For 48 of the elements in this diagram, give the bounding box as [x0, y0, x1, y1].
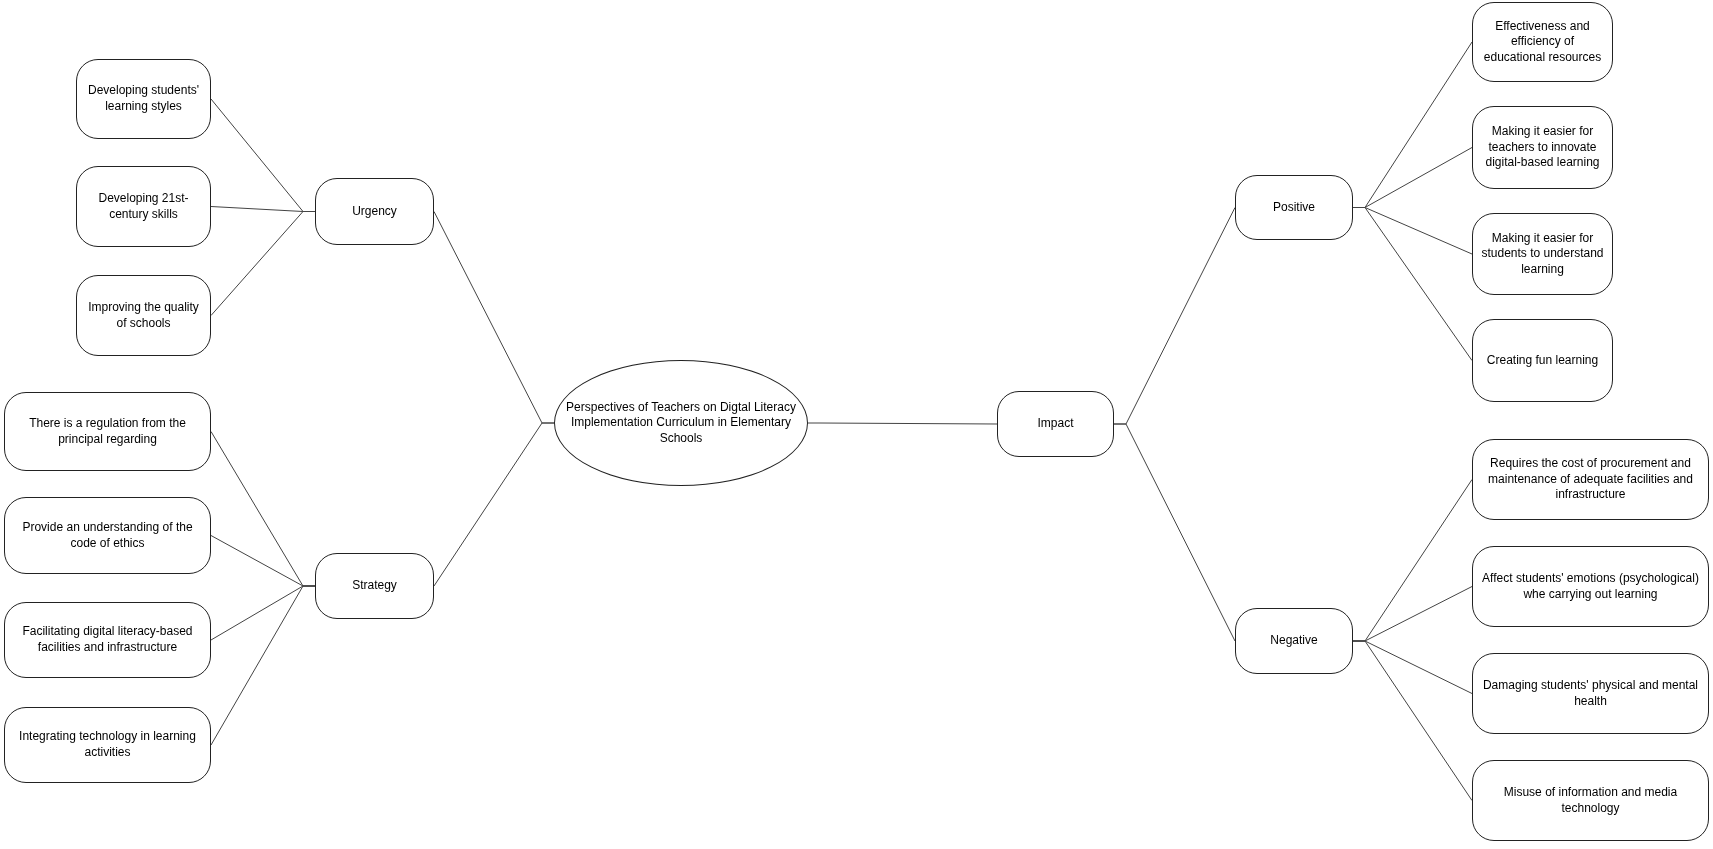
node-text: Strategy: [352, 578, 397, 594]
node-text: Developing students' learning styles: [87, 83, 200, 115]
topic-box: [4, 707, 211, 783]
connector-line: [1113, 423, 1236, 642]
node-text: Misuse of information and media technology: [1502, 784, 1679, 817]
connector-line: [210, 585, 316, 746]
topic-box: [1235, 608, 1353, 674]
connector-line: [807, 422, 998, 425]
topic-box: [76, 275, 211, 356]
node-text: Requires the cost of procurement and maintenance of adequate facilities and infrastructure: [1487, 456, 1694, 503]
connector-line: [1352, 640, 1473, 801]
topic-box: [1235, 175, 1353, 240]
node-text: Positive: [1273, 199, 1315, 216]
node-text: Damaging students' physical and mental health: [1481, 677, 1700, 710]
node-text: Facilitating digital literacy-based facilities and infrastructure: [21, 624, 194, 656]
topic-box: [1472, 546, 1709, 627]
topic-box: [315, 553, 434, 619]
connector-line: [210, 211, 316, 316]
node-text: Developing 21st-century skills: [97, 190, 190, 223]
node-text: Making it easier for teachers to innovate digital-based learning: [1484, 124, 1601, 171]
topic-box: [1472, 213, 1613, 295]
topic-box: [1472, 2, 1613, 82]
node-text: Urgency: [352, 203, 397, 220]
node-text: Provide an understanding of the code of ethics: [21, 519, 194, 552]
topic-box: [1472, 106, 1613, 189]
node-text: Negative: [1270, 633, 1318, 649]
topic-box: [4, 392, 211, 471]
topic-box: [4, 602, 211, 678]
topic-box: [1472, 439, 1709, 520]
topic-box: [76, 59, 211, 139]
connector-line: [433, 422, 555, 587]
topic-box: [997, 391, 1114, 457]
node-text: Perspectives of Teachers on Digtal Literacy Implementation Curriculum in Elementary Schools: [565, 399, 797, 447]
node-text: Making it easier for students to understand learning: [1481, 230, 1604, 278]
topic-box: [315, 178, 434, 245]
node-text: Improving the quality of schools: [87, 299, 200, 332]
node-text: Effectiveness and efficiency of educational resources: [1482, 18, 1603, 66]
topic-box: [1472, 319, 1613, 402]
connector-line: [1352, 207, 1473, 361]
node-text: Impact: [1037, 416, 1074, 432]
topic-box: [1472, 760, 1709, 841]
node-text: There is a regulation from the principal regarding: [28, 415, 187, 448]
node-text: Affect students' emotions (psychological) whe carrying out learning: [1481, 570, 1700, 603]
node-text: Integrating technology in learning activities: [18, 729, 197, 761]
topic-box: [1472, 653, 1709, 734]
topic-box: [76, 166, 211, 247]
node-text: Creating fun learning: [1486, 352, 1599, 369]
topic-box: [4, 497, 211, 574]
